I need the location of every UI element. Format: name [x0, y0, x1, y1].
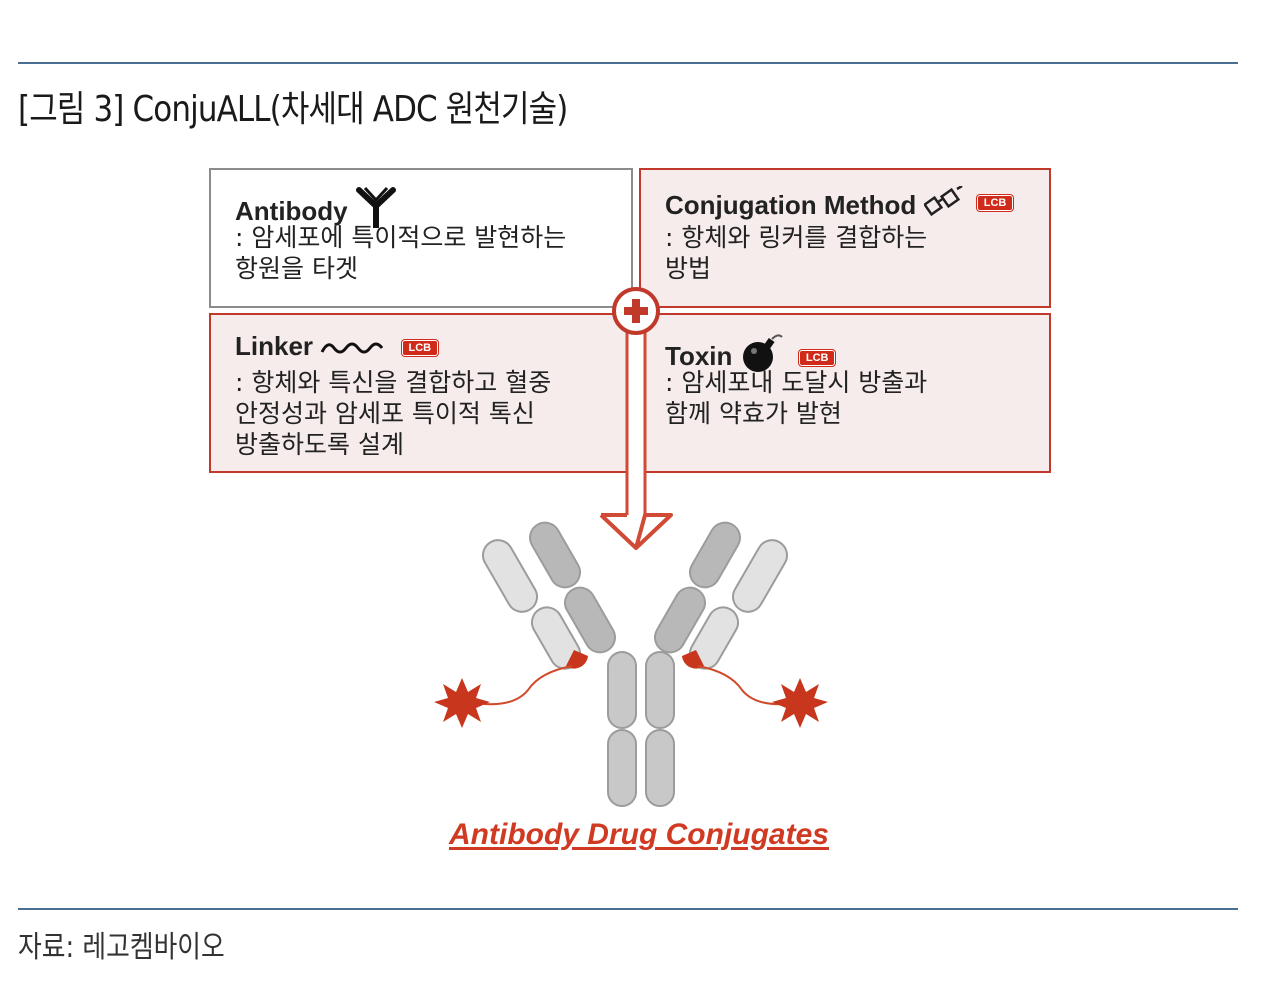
bomb-icon — [742, 334, 783, 372]
source-note: 자료: 레고켐바이오 — [18, 930, 225, 965]
conjugation-heading: Conjugation Method LCB — [665, 184, 1014, 221]
wave-icon — [320, 342, 384, 354]
antibody-box: Antibody : 암세포에 특이적으로 발현하는 항원을 타겟 — [209, 168, 633, 308]
toxin-star-icon — [434, 678, 490, 728]
antibody-heading: Antibody — [235, 186, 397, 230]
antibody-description: : 암세포에 특이적으로 발현하는 항원을 타겟 — [235, 223, 567, 283]
bottom-rule — [18, 908, 1238, 910]
antibody-title: Antibody — [235, 196, 348, 226]
conjugation-description: : 항체와 링커를 결합하는 방법 — [665, 223, 928, 283]
toxin-heading: Toxin LCB — [665, 331, 836, 375]
plug-icon — [922, 184, 963, 217]
linker-description: : 항체와 특신을 결합하고 혈중 안정성과 암세포 특이적 톡신 방출하도록 … — [235, 368, 552, 459]
toxin-title: Toxin — [665, 341, 733, 371]
linker-title: Linker — [235, 331, 314, 361]
toxin-star-icon — [772, 678, 828, 728]
lcb-badge: LCB — [401, 340, 439, 356]
antibody-illustration — [482, 521, 788, 807]
conjugation-box: Conjugation Method LCB : 항체와 링커를 결합하는 방법 — [639, 168, 1051, 308]
top-rule — [18, 62, 1238, 64]
linker-box: Linker LCB : 항체와 특신을 결합하고 혈중 안정성과 암세포 특이… — [209, 313, 633, 473]
figure-title: [그림 3] ConjuALL(차세대 ADC 원천기술) — [18, 89, 568, 130]
toxin-description: : 암세포내 도달시 방출과 함께 약효가 발현 — [665, 368, 928, 428]
toxin-box: Toxin LCB : 암세포내 도달시 방출과 함께 약효가 발현 — [639, 313, 1051, 473]
conjugation-title: Conjugation Method — [665, 190, 917, 220]
antibody-y-icon — [355, 186, 396, 228]
lcb-badge: LCB — [976, 195, 1014, 211]
linker-heading: Linker LCB — [235, 331, 439, 362]
adc-caption: Antibody Drug Conjugates — [449, 818, 829, 851]
lcb-badge: LCB — [798, 350, 836, 366]
